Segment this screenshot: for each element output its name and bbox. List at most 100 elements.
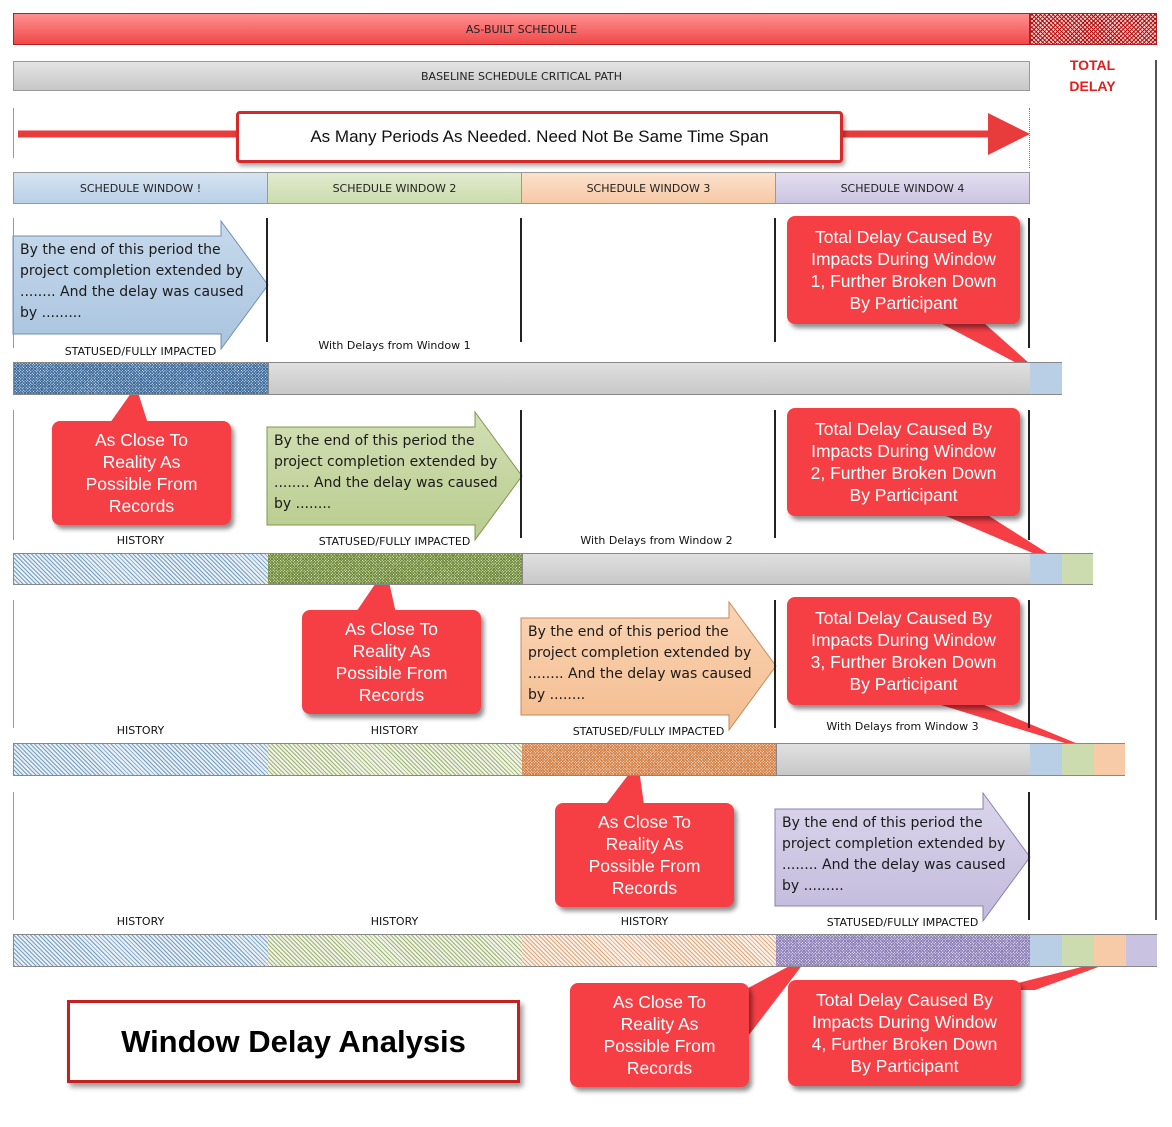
schedule-window-3-label: SCHEDULE WINDOW 3 xyxy=(586,181,711,195)
row4-delay-w3 xyxy=(1094,935,1127,966)
schedule-window-3-header: SCHEDULE WINDOW 3 xyxy=(521,172,776,204)
row2-delay-w1 xyxy=(1030,554,1063,584)
window4-arrow-text: By the end of this period the project co… xyxy=(782,813,1006,897)
schedule-row-4 xyxy=(13,934,1157,967)
window2-arrow xyxy=(266,410,523,542)
as-built-schedule-bar: AS-BUILT SCHEDULE xyxy=(13,13,1030,45)
row3-delay-w2 xyxy=(1062,744,1095,775)
callout-total-delay-3: Total Delay Caused By Impacts During Win… xyxy=(787,597,1020,705)
divider-line xyxy=(520,218,522,342)
schedule-window-4-label: SCHEDULE WINDOW 4 xyxy=(840,181,965,195)
row4-delay-w1 xyxy=(1030,935,1063,966)
callout-total-3-pointer xyxy=(915,697,1107,756)
arrow-text-line: By the end of this period the xyxy=(782,815,983,831)
callout-reality-1: As Close To Reality As Possible From Rec… xyxy=(52,421,231,525)
arrow-text-line: By the end of this period the xyxy=(20,242,221,258)
divider-line xyxy=(774,410,776,538)
row1-with-delays-label: With Delays from Window 1 xyxy=(318,339,471,352)
row4-statused-segment xyxy=(776,935,1031,966)
callout-total-delay-4: Total Delay Caused By Impacts During Win… xyxy=(788,980,1021,1086)
window3-arrow xyxy=(520,600,777,732)
callout-total-delay-2: Total Delay Caused By Impacts During Win… xyxy=(787,408,1020,516)
row3-statused-label: STATUSED/FULLY IMPACTED xyxy=(572,725,725,738)
row1-statused-label: STATUSED/FULLY IMPACTED xyxy=(64,345,217,358)
arrow-text-line: ........ And the delay was caused xyxy=(274,475,498,491)
total-delay-line2: DELAY xyxy=(1069,78,1116,94)
row4-statused-label: STATUSED/FULLY IMPACTED xyxy=(826,916,979,929)
row2-statused-segment xyxy=(268,554,523,584)
baseline-critical-path-bar: BASELINE SCHEDULE CRITICAL PATH xyxy=(13,61,1030,91)
row4-history-segment-3 xyxy=(522,935,777,966)
arrow-text-line: ........ And the delay was caused xyxy=(528,666,752,682)
schedule-window-2-label: SCHEDULE WINDOW 2 xyxy=(332,181,457,195)
divider-line xyxy=(13,218,14,348)
divider-line xyxy=(266,218,268,342)
window3-arrow-text: By the end of this period the project co… xyxy=(528,622,752,706)
row4-history-label-1: HISTORY xyxy=(116,915,165,928)
window1-arrow-text: By the end of this period the project co… xyxy=(20,240,244,324)
arrow-text-line: project completion extended by xyxy=(782,836,1006,852)
arrow-text-line: project completion extended by xyxy=(274,454,498,470)
callout-reality-1-pointer xyxy=(105,386,150,430)
row4-delay-w4 xyxy=(1126,935,1157,966)
schedule-window-2-header: SCHEDULE WINDOW 2 xyxy=(267,172,522,204)
window2-arrow-text: By the end of this period the project co… xyxy=(274,431,498,515)
schedule-window-1-header: SCHEDULE WINDOW ! xyxy=(13,172,268,204)
schedule-row-3 xyxy=(13,743,1125,776)
arrow-text-line: by ......... xyxy=(20,305,82,321)
divider-line xyxy=(1028,792,1030,920)
callout-reality-4: As Close To Reality As Possible From Rec… xyxy=(570,983,749,1087)
arrow-text-line: By the end of this period the xyxy=(274,433,475,449)
total-delay-vertical-line xyxy=(1155,60,1157,920)
arrow-text-line: by ......... xyxy=(782,878,844,894)
divider-line xyxy=(1028,410,1030,540)
row4-history-segment-2 xyxy=(268,935,523,966)
row3-delay-w3 xyxy=(1094,744,1125,775)
arrow-text-line: project completion extended by xyxy=(528,645,752,661)
row4-history-label-3: HISTORY xyxy=(620,915,669,928)
arrow-text-line: by ........ xyxy=(528,687,586,703)
arrow-text-line: ........ And the delay was caused xyxy=(782,857,1006,873)
divider-line xyxy=(13,410,14,540)
schedule-row-2 xyxy=(13,553,1093,585)
divider-line xyxy=(13,600,14,728)
arrow-text-line: project completion extended by xyxy=(20,263,244,279)
arrow-text-line: by ........ xyxy=(274,496,332,512)
divider-line xyxy=(1028,218,1030,348)
callout-reality-4-pointer xyxy=(735,955,810,1040)
row3-history-label-1: HISTORY xyxy=(116,724,165,737)
row4-history-label-2: HISTORY xyxy=(370,915,419,928)
divider-line xyxy=(774,218,776,342)
row3-with-delays-label: With Delays from Window 3 xyxy=(826,720,979,733)
row2-history-segment xyxy=(14,554,269,584)
diagram-title: Window Delay Analysis xyxy=(67,1000,520,1083)
row4-history-segment-1 xyxy=(14,935,269,966)
baseline-label: BASELINE SCHEDULE CRITICAL PATH xyxy=(421,69,622,83)
baseline-end-dotted-line xyxy=(1029,108,1030,168)
diagram-title-text: Window Delay Analysis xyxy=(121,1023,466,1059)
left-tick xyxy=(13,108,14,158)
total-delay-line1: TOTAL xyxy=(1069,57,1116,73)
row3-history-segment-1 xyxy=(14,744,269,775)
divider-line xyxy=(774,600,776,728)
as-built-delay-segment xyxy=(1030,13,1157,45)
row3-history-segment-2 xyxy=(268,744,523,775)
row2-delay-w2 xyxy=(1062,554,1093,584)
arrow-text-line: By the end of this period the xyxy=(528,624,729,640)
schedule-window-1-label: SCHEDULE WINDOW ! xyxy=(79,181,202,195)
divider-line xyxy=(13,792,14,920)
total-delay-label: TOTAL DELAY xyxy=(1055,55,1130,97)
row2-with-delays-label: With Delays from Window 2 xyxy=(580,534,733,547)
row3-delay-w1 xyxy=(1030,744,1063,775)
schedule-window-4-header: SCHEDULE WINDOW 4 xyxy=(775,172,1030,204)
schedule-row-1 xyxy=(13,362,1062,395)
divider-line xyxy=(520,410,522,538)
row3-history-label-2: HISTORY xyxy=(370,724,419,737)
row1-statused-segment xyxy=(14,363,269,394)
callout-total-delay-1: Total Delay Caused By Impacts During Win… xyxy=(787,216,1020,324)
periods-banner: As Many Periods As Needed. Need Not Be S… xyxy=(236,111,843,163)
row4-delay-w2 xyxy=(1062,935,1095,966)
callout-reality-2: As Close To Reality As Possible From Rec… xyxy=(302,610,481,714)
window1-arrow xyxy=(12,219,269,351)
periods-banner-text: As Many Periods As Needed. Need Not Be S… xyxy=(310,127,769,146)
